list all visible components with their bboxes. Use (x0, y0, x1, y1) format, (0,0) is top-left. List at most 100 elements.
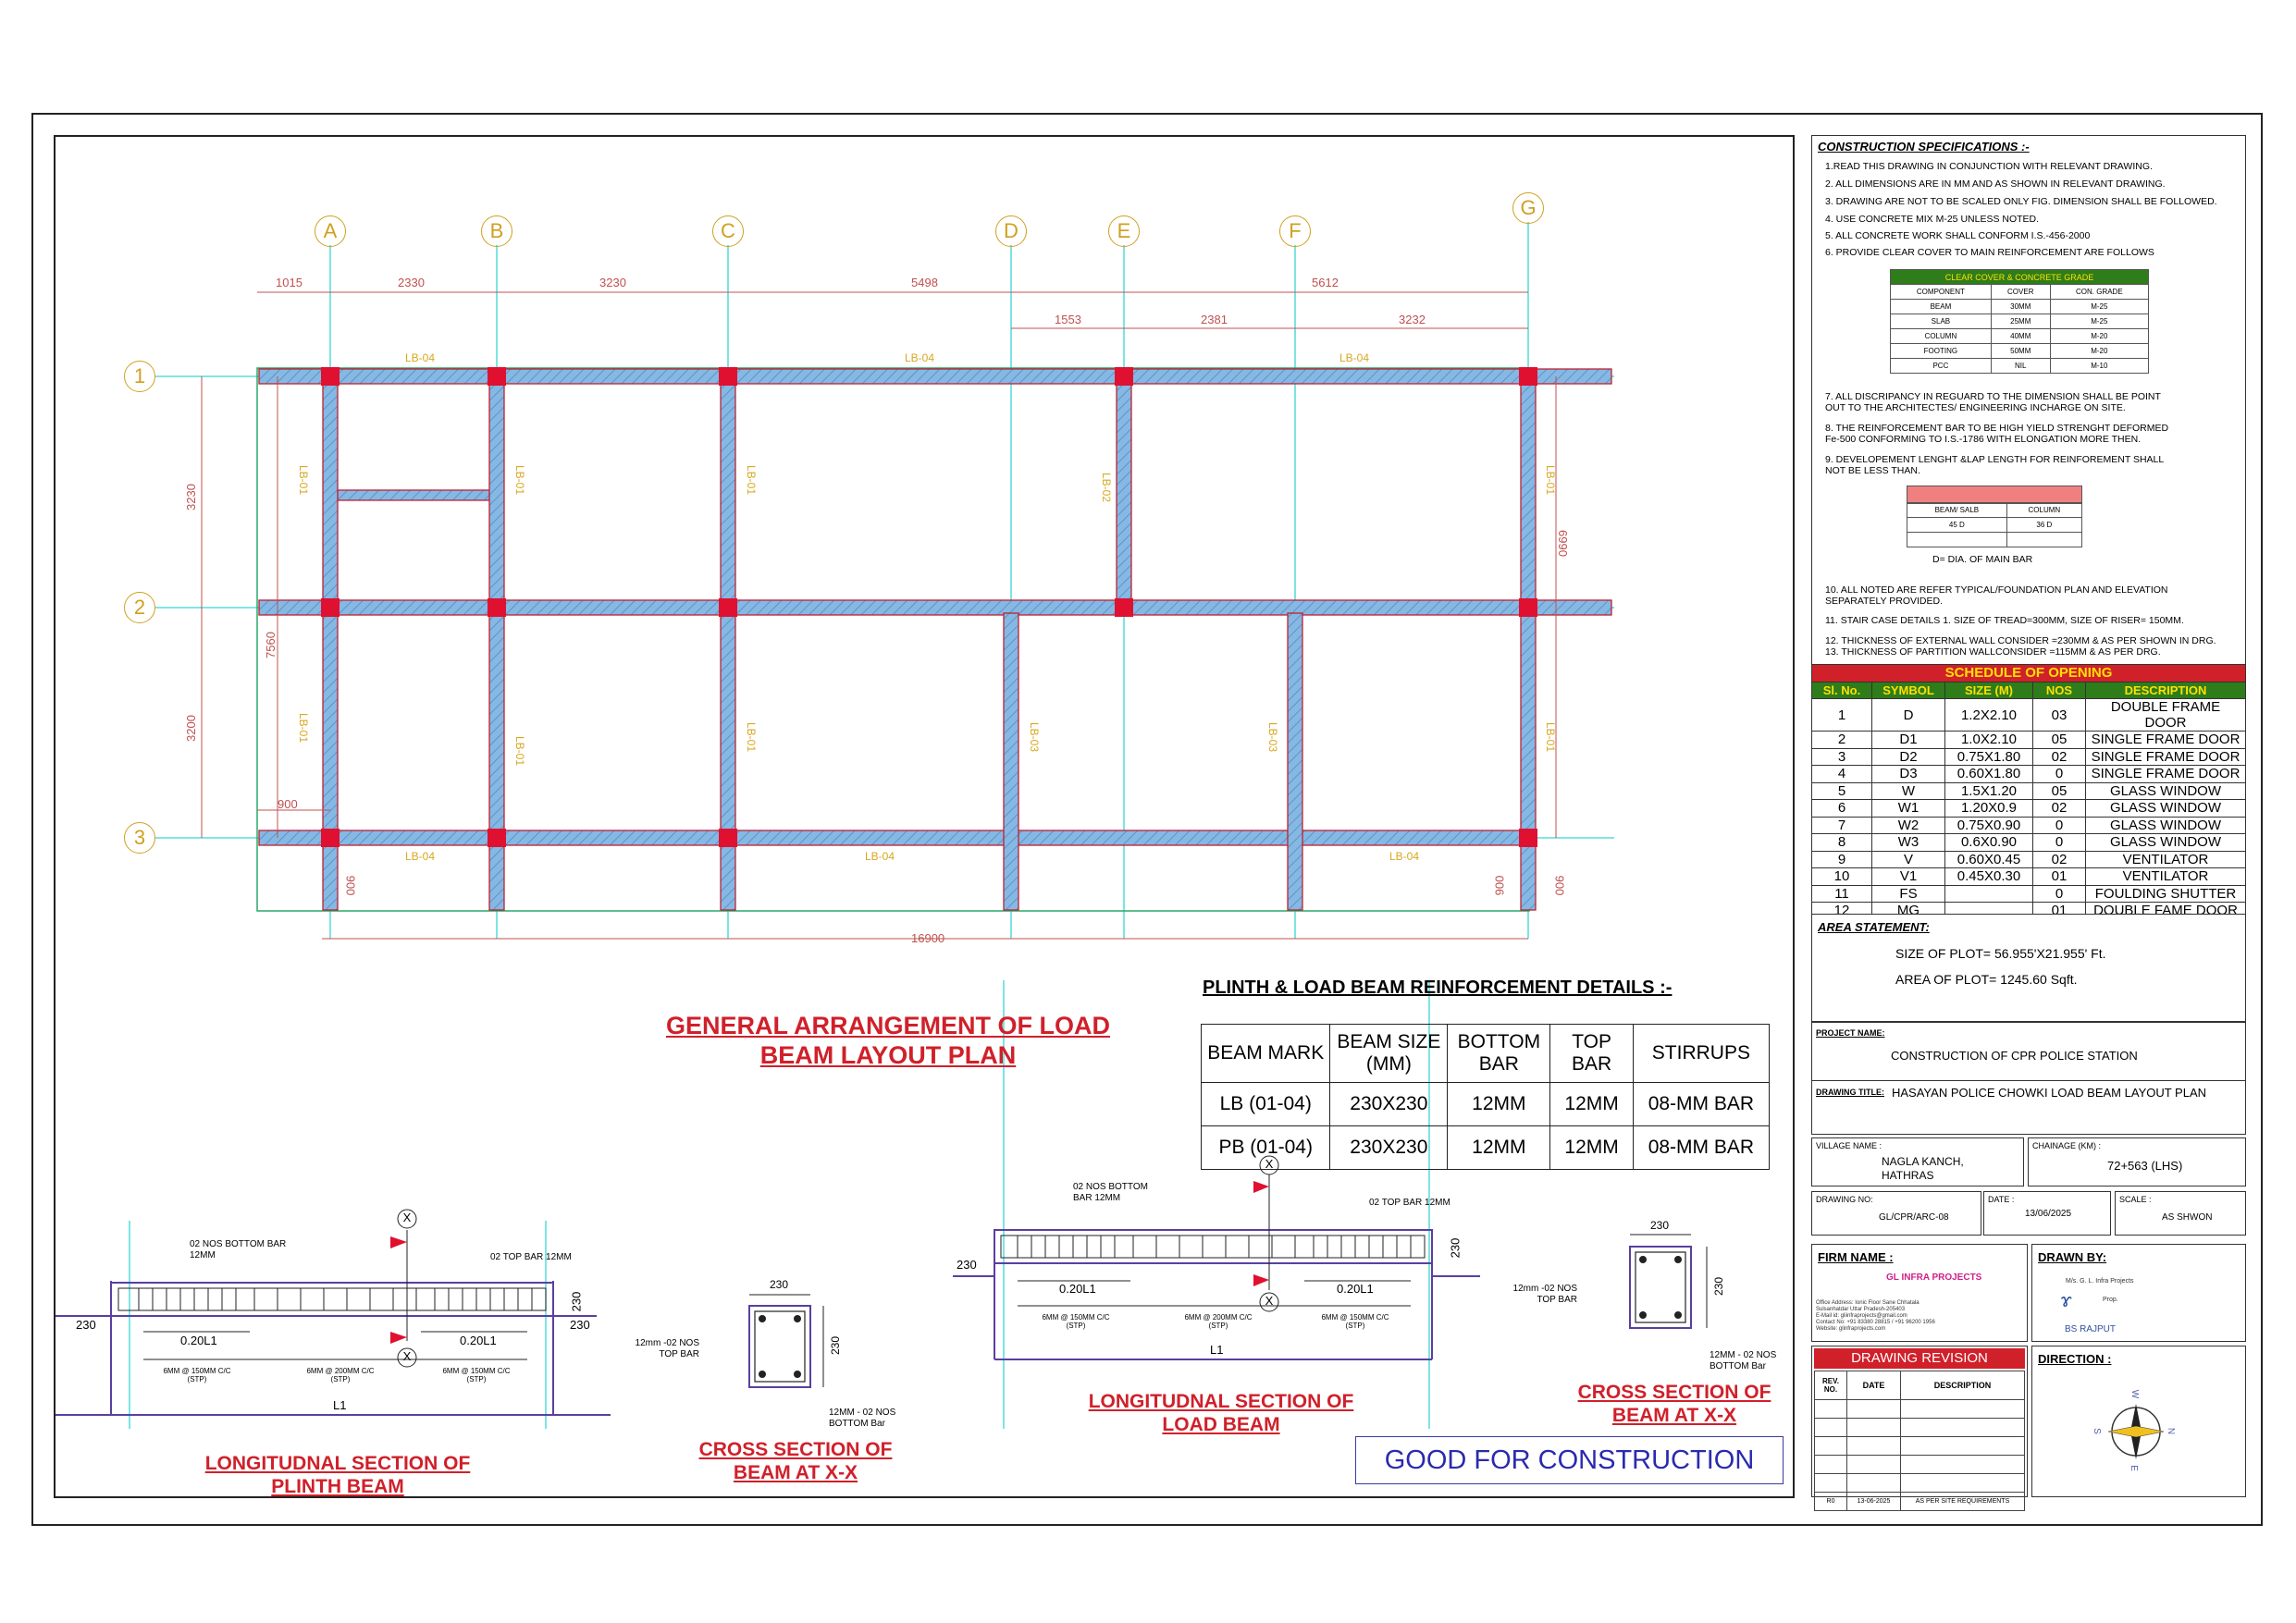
table-cell: 02 (2032, 850, 2086, 868)
dimension-lines (201, 291, 1557, 940)
table-cell: 08-MM BAR (1632, 1125, 1771, 1170)
bottom-bar-note: 02 NOS BOTTOM BAR 12MM (190, 1239, 287, 1260)
table-cell: M-20 (2049, 328, 2150, 344)
table-cell: VENTILATOR (2085, 867, 2246, 886)
table-header: BOTTOM BAR (1447, 1024, 1551, 1083)
drawing-no-value: GL/CPR/ARC-08 (1879, 1212, 1949, 1223)
table-cell: 0 (2032, 884, 2086, 903)
chainage-label: CHAINAGE (KM) : (2032, 1141, 2102, 1150)
table-header: TOP BAR (1549, 1024, 1634, 1083)
dim-text: 0.20L1 (460, 1334, 497, 1347)
table-header: Sl. No. (1811, 681, 1872, 699)
table-cell: 0.45X0.30 (1944, 867, 2033, 886)
table-cell: SINGLE FRAME DOOR (2085, 765, 2246, 783)
plot-area: AREA OF PLOT= 1245.60 Sqft. (1895, 972, 2078, 987)
table-cell: 230X230 (1329, 1082, 1449, 1126)
grid-bubble-2: 2 (124, 592, 155, 623)
firm-name: GL INFRA PROJECTS (1886, 1273, 1982, 1283)
table-header-row: BEAM MARK BEAM SIZE (MM) BOTTOM BAR TOP … (1200, 1024, 1771, 1083)
table-cell: D (1871, 698, 1945, 732)
table-cell: D1 (1871, 731, 1945, 749)
table-header: CON. GRADE (2049, 284, 2150, 300)
revision-title: DRAWING REVISION (1814, 1348, 2025, 1369)
beam-depth: 230 (1448, 1237, 1463, 1259)
dim-text: 2381 (1201, 313, 1228, 326)
table-cell: 08-MM BAR (1632, 1082, 1771, 1126)
beam-layout-plan (129, 222, 1614, 1429)
table-cell: 0.60X0.45 (1944, 850, 2033, 868)
direction-label: DIRECTION : (2038, 1352, 2112, 1366)
chainage-panel: CHAINAGE (KM) : 72+563 (LHS) (2028, 1137, 2246, 1187)
section-mark-x: X (1265, 1157, 1274, 1171)
table-cell: W3 (1871, 833, 1945, 852)
table-cell: SINGLE FRAME DOOR (2085, 747, 2246, 766)
table-cell: 30MM (1990, 299, 2051, 314)
table-cell: GLASS WINDOW (2085, 799, 2246, 818)
table-header: DATE (1846, 1371, 1901, 1400)
table-cell: 01 (2032, 867, 2086, 886)
spec-item: 13. THICKNESS OF PARTITION WALLCONSIDER … (1825, 646, 2161, 658)
table-cell: 1.20X0.9 (1944, 799, 2033, 818)
section-mark-x: X (402, 1211, 412, 1224)
table-cell: 40MM (1990, 328, 2051, 344)
table-cell: 12MM (1549, 1125, 1634, 1170)
lap-note: D= DIA. OF MAIN BAR (1932, 554, 2033, 565)
table-cell: 12MM (1447, 1082, 1551, 1126)
dim-text: 1015 (276, 276, 302, 289)
compass-w: W (2129, 1389, 2141, 1399)
table-cell: 1.5X1.20 (1944, 781, 2033, 800)
title-line2: BEAM AT X-X (1611, 1405, 1737, 1426)
dim-text: 230 (76, 1318, 96, 1332)
cross-section-2-title: CROSS SECTION OF BEAM AT X-X (1563, 1381, 1785, 1427)
stirrup-note: 6MM @ 150MM C/C (STP) (442, 1367, 511, 1383)
spec-item: 6. PROVIDE CLEAR COVER TO MAIN REINFORCE… (1825, 247, 2154, 258)
beam-sections (56, 1155, 1708, 1416)
table-row: LB (01-04) 230X230 12MM 12MM 08-MM BAR (1200, 1082, 1771, 1126)
table-cell: 10 (1811, 867, 1872, 886)
stirrup-note: 6MM @ 150MM C/C (STP) (1042, 1313, 1110, 1330)
stirrup-note: 6MM @ 150MM C/C (STP) (1321, 1313, 1389, 1330)
grid-bubble-3: 3 (124, 822, 155, 854)
firm-line: E-Mail id: gliinfraprojects@gmail.com (1816, 1313, 1907, 1319)
signature-icon: ɤ (2060, 1291, 2072, 1311)
spec-item: NOT BE LESS THAN. (1825, 465, 1920, 476)
table-cell: DOUBLE FRAME DOOR (2085, 698, 2246, 732)
schedule-of-opening-table: SCHEDULE OF OPENING Sl. No. SYMBOL SIZE … (1811, 664, 2246, 920)
table-cell: 1.2X2.10 (1944, 698, 2033, 732)
grid-bubble-1: 1 (124, 361, 155, 392)
table-header: BEAM SIZE (MM) (1329, 1024, 1449, 1083)
table-cell: 4 (1811, 765, 1872, 783)
table-cell: 9 (1811, 850, 1872, 868)
spec-item: 4. USE CONCRETE MIX M-25 UNLESS NOTED. (1825, 214, 2040, 225)
drawn-by-label: DRAWN BY: (2038, 1250, 2107, 1264)
table-cell: 3 (1811, 747, 1872, 766)
table-header: BEAM/ SALB (1907, 502, 2007, 518)
table-header: DESCRIPTION (2085, 681, 2246, 699)
project-name-label: PROJECT NAME: (1816, 1028, 1885, 1038)
sheet-outer-border (31, 113, 2263, 1526)
table-cell: R0 (1814, 1492, 1847, 1511)
spec-item: 10. ALL NOTED ARE REFER TYPICAL/FOUNDATI… (1825, 584, 2168, 596)
drawn-by-panel: DRAWN BY: M/s. G. L. Infra Projects ɤ Pr… (2031, 1244, 2246, 1342)
table-cell: 02 (2032, 747, 2086, 766)
dim-text: 2330 (398, 276, 425, 289)
spec-item: 7. ALL DISCRIPANCY IN REGUARD TO THE DIM… (1825, 391, 2161, 402)
table-cell: FS (1871, 884, 1945, 903)
table-cell: GLASS WINDOW (2085, 833, 2246, 852)
table-cell: D3 (1871, 765, 1945, 783)
table-cell: 0 (2032, 765, 2086, 783)
firm-line: Sulsanhatdar Uttar Pradesh-205403 (1816, 1307, 1906, 1312)
table-cell: 5 (1811, 781, 1872, 800)
columns (321, 367, 1537, 847)
beam-label: LB-04 (405, 351, 436, 364)
stamp-line: M/s. G. L. Infra Projects (2066, 1278, 2134, 1285)
table-cell: PB (01-04) (1200, 1125, 1331, 1170)
specs-heading: CONSTRUCTION SPECIFICATIONS :- (1818, 140, 2030, 154)
load-section-marker (1253, 1155, 1279, 1312)
table-cell: SINGLE FRAME DOOR (2085, 731, 2246, 749)
dim-text: 230 (957, 1258, 977, 1272)
